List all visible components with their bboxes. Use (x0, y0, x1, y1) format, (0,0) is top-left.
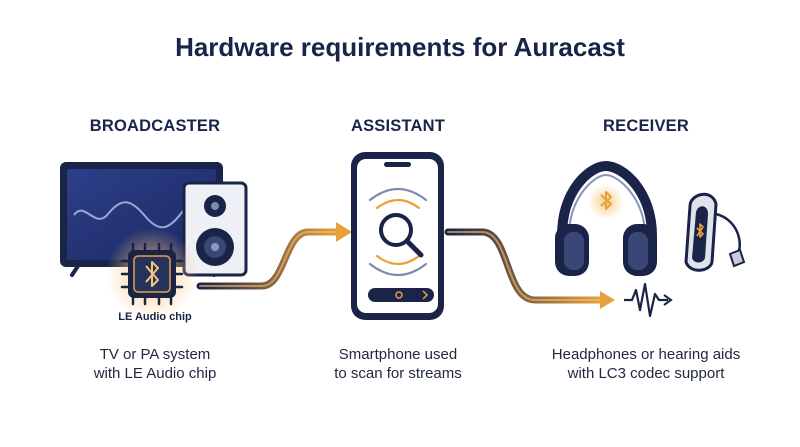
arrowhead-2 (600, 291, 615, 309)
broadcaster-heading: BROADCASTER (89, 117, 221, 135)
receiver-caption: Headphones or hearing aids with LC3 code… (521, 345, 771, 383)
bluetooth-chip-icon (106, 228, 198, 320)
broadcaster-caption: TV or PA system with LE Audio chip (30, 345, 280, 383)
hearing-aid-icon (684, 192, 746, 272)
arrowhead-1 (336, 222, 352, 242)
receiver-caption-line2: with LC3 codec support (567, 365, 725, 382)
broadcaster-caption-line2: with LE Audio chip (93, 365, 217, 382)
signal-arcs (368, 188, 428, 276)
headphones-icon (555, 160, 657, 276)
speaker-icon (182, 181, 248, 277)
receiver-heading: RECEIVER (603, 117, 689, 135)
chip-label: LE Audio chip (118, 311, 192, 323)
assistant-caption-line2: to scan for streams (334, 365, 462, 382)
assistant-caption-line1: Smartphone used (338, 346, 458, 363)
assistant-heading: ASSISTANT (350, 117, 446, 135)
audio-wave-icon (624, 282, 673, 318)
bluetooth-icon (600, 191, 612, 210)
assistant-caption: Smartphone used to scan for streams (273, 345, 523, 383)
page-title: Hardware requirements for Auracast (175, 32, 625, 62)
broadcaster-caption-line1: TV or PA system (99, 346, 211, 363)
receiver-caption-line1: Headphones or hearing aids (551, 346, 741, 363)
magnifier-icon (379, 213, 424, 258)
search-bar-icon (368, 288, 434, 302)
